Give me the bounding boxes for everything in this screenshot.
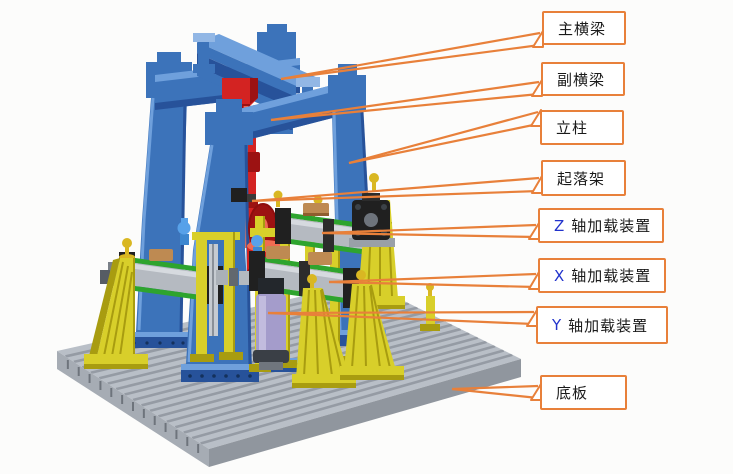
callout-label: 主横梁 [558,19,607,38]
axis-letter: Z [554,216,566,235]
callout-label: 轴加载装置 [571,267,652,285]
callout-label: 立柱 [556,119,589,137]
callout-x-axis-loading-device: X 轴加载装置 [538,258,666,293]
y-axis-loading-device-graphic [253,278,289,370]
axis-letter: Y [552,316,563,334]
callout-base-plate: 底板 [540,375,627,410]
column-front-left [181,99,259,382]
base-plate-slot-ticks [66,360,200,453]
callout-y-axis-loading-device: Y 轴加载装置 [536,306,668,344]
callout-z-axis-loading-device: Z 轴加载装置 [538,208,664,243]
callout-landing-gear: 起落架 [541,160,626,196]
x-axis-loading-device-left [100,249,223,304]
callout-label: 底板 [556,384,589,402]
axis-letter: X [554,266,566,285]
callout-label: 轴加载装置 [568,316,649,335]
black-fitting [231,188,256,202]
t-slot-groove [200,353,513,445]
callout-label: 副横梁 [557,70,606,89]
callout-main-crossbeam: 主横梁 [542,11,626,45]
callout-label: 轴加载装置 [571,217,652,235]
support-frame-left [177,218,243,362]
callout-secondary-crossbeam: 副横梁 [541,62,625,96]
t-slot-groove [191,349,505,440]
callout-label: 起落架 [557,169,606,188]
support-stand-far-left [84,238,148,369]
callout-column: 立柱 [540,110,624,145]
bearing-block-device [349,193,395,247]
t-slot-groove [183,344,496,434]
support-stand-front-2 [340,270,404,380]
